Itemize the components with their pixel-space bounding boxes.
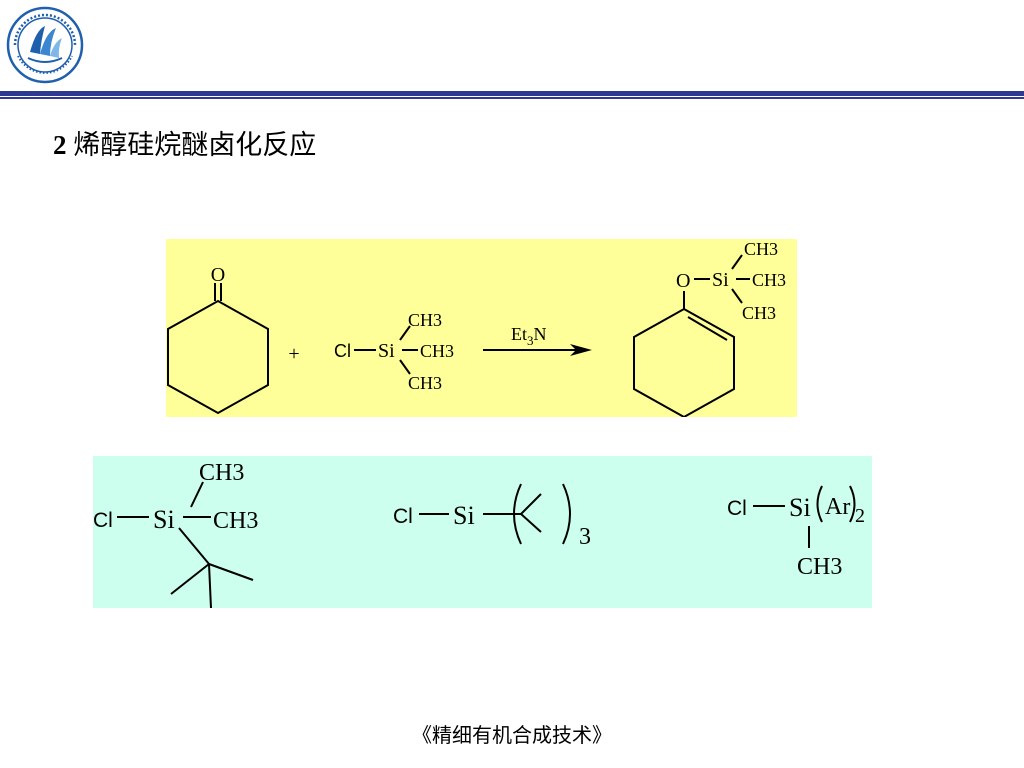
reaction-scheme-panel: O + Cl Si CH3 CH3 CH3 Et3N O Si CH3 CH3 …	[166, 239, 797, 419]
r3-bracket-left	[816, 485, 823, 523]
r1-si-tbu-bond	[178, 527, 210, 565]
r1-tbu-bond-3	[208, 563, 212, 609]
reaction-scheme: O + Cl Si CH3 CH3 CH3 Et3N O Si CH3 CH3 …	[167, 239, 786, 419]
plus-sign: +	[288, 343, 299, 365]
r2-ipr-bond-1	[520, 493, 542, 515]
header-rule	[0, 91, 1024, 96]
r3-cl-label: Cl	[727, 497, 747, 520]
footer-course-title: 《精细有机合成技术》	[412, 725, 612, 747]
product-me-right-label: CH3	[752, 270, 786, 290]
tmscl-me-top-label: CH3	[408, 310, 442, 330]
reaction-arrow-head	[570, 344, 592, 356]
title-text: 烯醇硅烷醚卤化反应	[73, 130, 317, 160]
tmscl-si-me-top-bond	[399, 325, 411, 341]
r2-subscript: 3	[579, 524, 591, 550]
tmscl-si-label: Si	[378, 340, 395, 362]
product-ring	[633, 307, 735, 419]
header-rule-thin	[0, 97, 1024, 99]
r1-cl-label: Cl	[93, 509, 113, 532]
product-oxygen-label: O	[676, 270, 690, 292]
slide-title: 2 烯醇硅烷醚卤化反应	[53, 128, 316, 162]
r2-bracket-right	[562, 483, 571, 545]
tmscl-me-bottom-label: CH3	[408, 373, 442, 393]
r1-si-label: Si	[153, 505, 175, 534]
product-ring-double-bond	[687, 316, 728, 341]
product-me-top-label: CH3	[744, 239, 778, 259]
r1-me-right-label: CH3	[213, 508, 258, 534]
tmscl-si-me-bottom-bond	[399, 359, 411, 375]
tmscl-me-right-label: CH3	[420, 341, 454, 361]
tmscl-cl-label: Cl	[334, 341, 351, 361]
ketone-oxygen-label: O	[211, 264, 225, 286]
title-number: 2	[53, 130, 67, 160]
r2-bracket-left	[513, 483, 522, 545]
r3-subscript: 2	[855, 505, 865, 527]
silyl-reagents: Cl Si CH3 CH3 Cl Si 3 Cl Si Ar 2 CH3	[93, 460, 865, 609]
university-seal-icon	[6, 6, 84, 84]
r3-ar-label: Ar	[825, 494, 850, 520]
product-si-me-top-bond	[731, 254, 743, 270]
r1-me-top-label: CH3	[199, 460, 244, 486]
r3-si-label: Si	[789, 493, 811, 522]
product-si-label: Si	[712, 269, 729, 291]
r1-tbu-bond-2	[208, 563, 254, 581]
r1-si-me-top-bond	[190, 481, 204, 508]
r3-me-label: CH3	[797, 554, 842, 580]
r3-bracket-right	[849, 485, 856, 523]
r2-ipr-bond-2	[520, 513, 542, 533]
product-si-me-bottom-bond	[731, 288, 743, 304]
silyl-reagents-panel: Cl Si CH3 CH3 Cl Si 3 Cl Si Ar 2 CH3	[93, 456, 872, 609]
arrow-condition-label: Et3N	[511, 324, 547, 348]
r2-cl-label: Cl	[393, 505, 413, 528]
r1-tbu-bond-1	[170, 563, 210, 595]
r2-si-label: Si	[453, 501, 475, 530]
product-me-bottom-label: CH3	[742, 303, 776, 323]
ketone-ring	[167, 299, 269, 415]
